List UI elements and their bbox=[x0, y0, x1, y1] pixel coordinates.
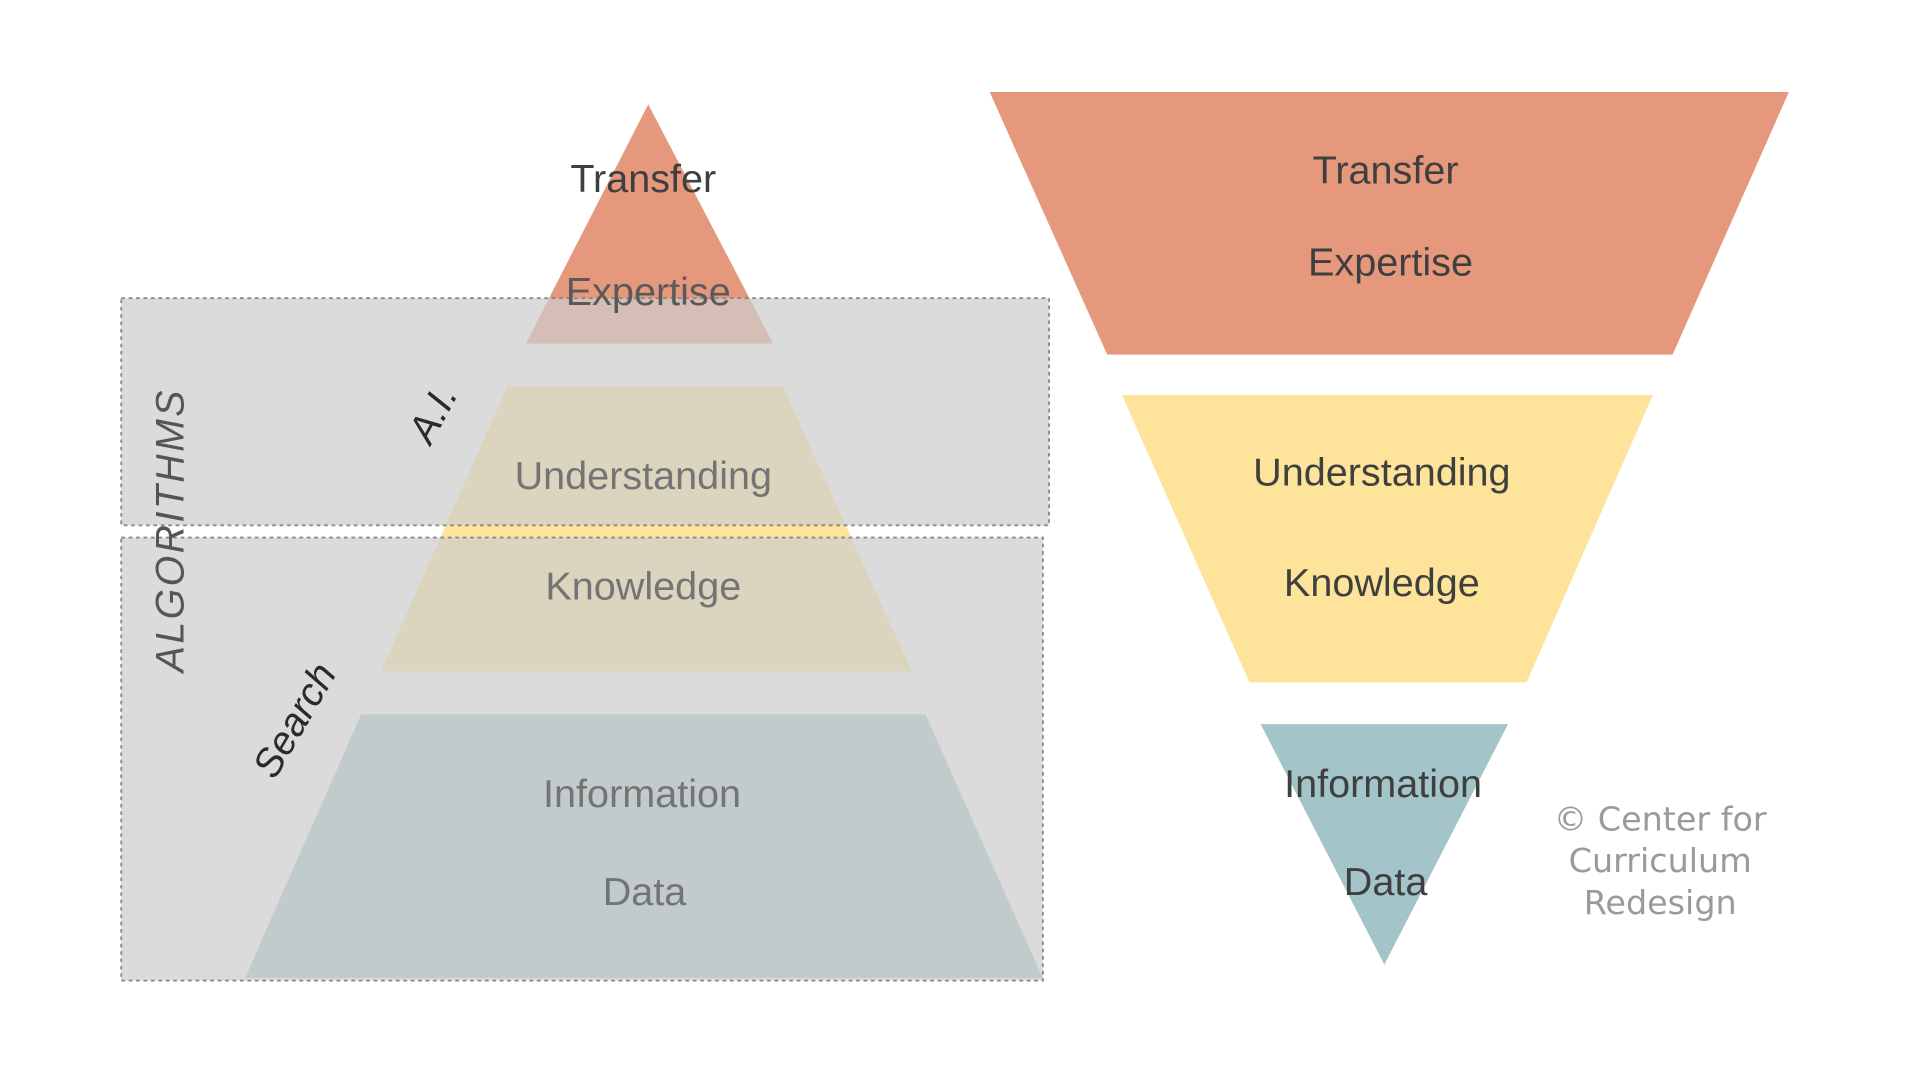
left-label-understanding: Understanding bbox=[515, 454, 772, 498]
right-label-knowledge: Knowledge bbox=[1284, 561, 1480, 605]
right-middle-trapezoid bbox=[1122, 395, 1653, 683]
ai-region-box bbox=[120, 297, 1050, 527]
left-label-information: Information bbox=[543, 772, 741, 816]
right-top-trapezoid bbox=[989, 92, 1789, 355]
copyright-line-3: Redesign bbox=[1584, 883, 1737, 922]
left-label-knowledge: Knowledge bbox=[545, 565, 741, 609]
copyright-line-2: Curriculum bbox=[1569, 841, 1752, 880]
right-label-data: Data bbox=[1344, 860, 1428, 904]
left-label-expertise: Expertise bbox=[566, 270, 731, 314]
left-label-data: Data bbox=[603, 870, 687, 914]
copyright-line-1: © Center for bbox=[1554, 800, 1767, 839]
left-label-transfer: Transfer bbox=[570, 157, 716, 201]
right-label-understanding: Understanding bbox=[1253, 450, 1510, 494]
algorithms-label: ALGORITHMS bbox=[149, 388, 193, 674]
right-bottom-triangle bbox=[1260, 724, 1509, 965]
right-label-transfer: Transfer bbox=[1313, 149, 1459, 193]
right-label-expertise: Expertise bbox=[1308, 241, 1473, 285]
search-region-box bbox=[120, 536, 1044, 982]
right-label-information: Information bbox=[1284, 762, 1482, 806]
left-top-triangle bbox=[525, 104, 774, 344]
